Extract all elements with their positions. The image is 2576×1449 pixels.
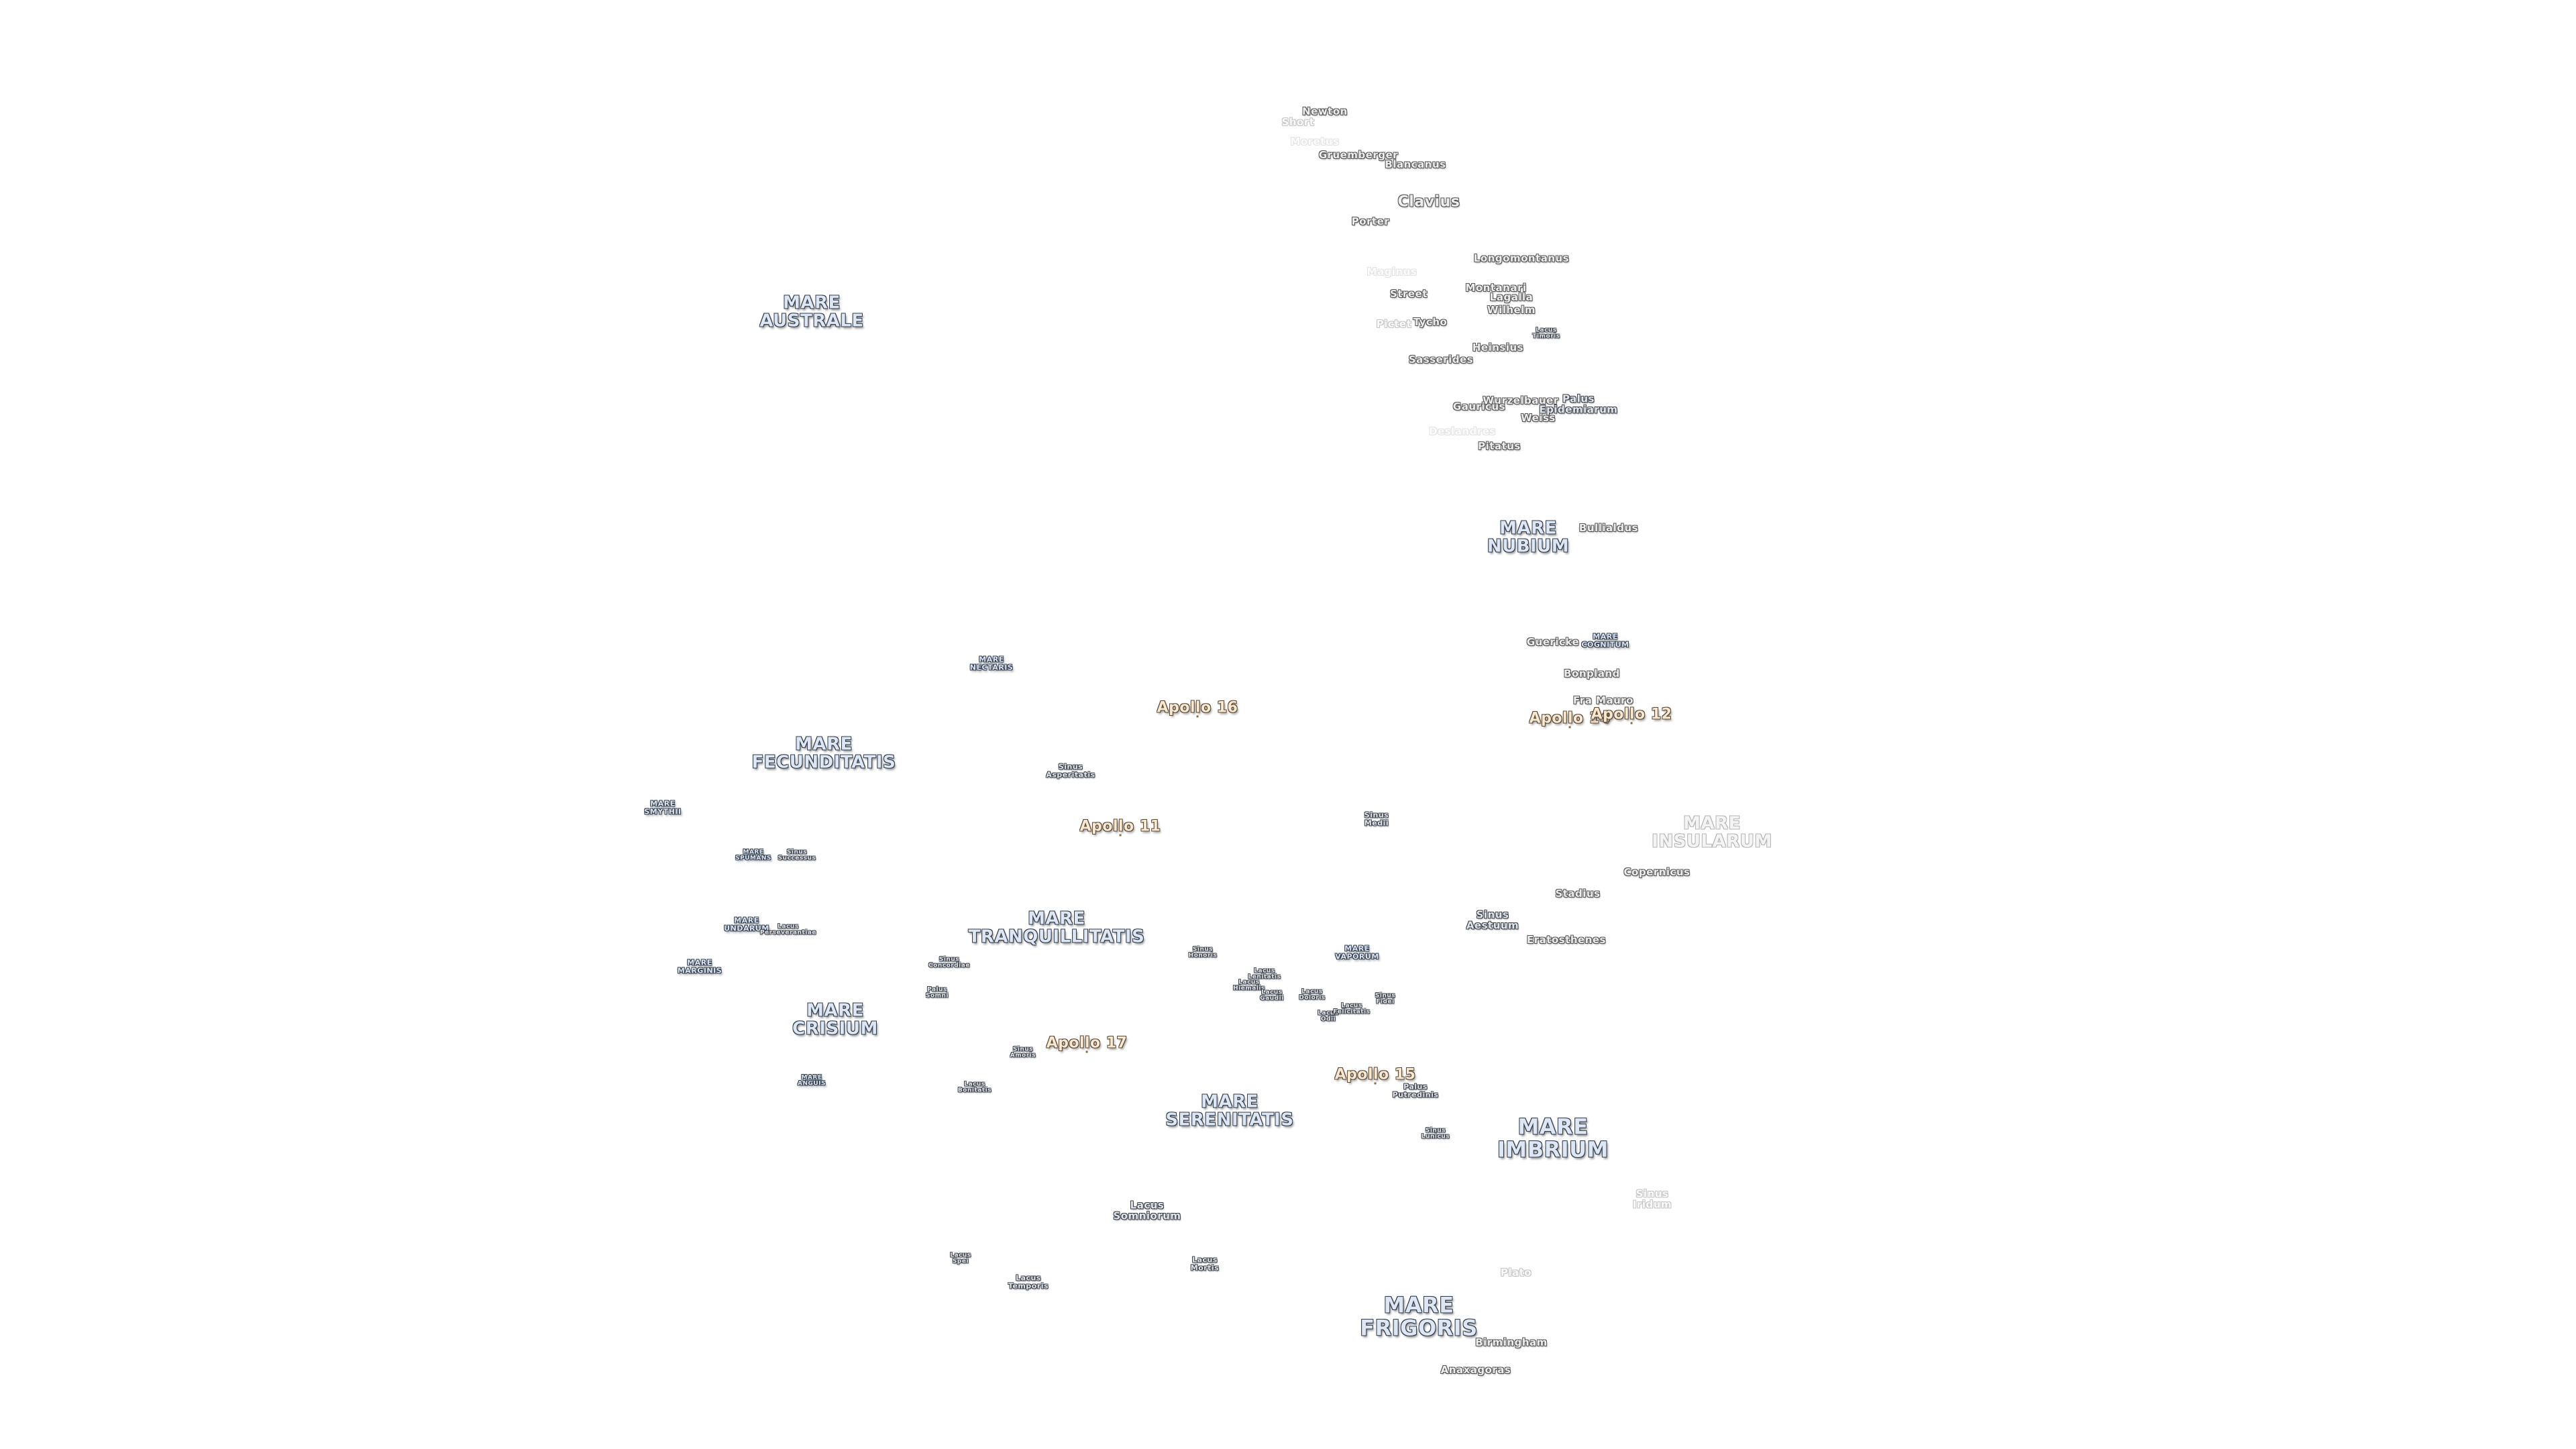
label-heinsius: Heinsius (1472, 341, 1524, 354)
label-lacus-mortis: Lacus Mortis (1190, 1255, 1220, 1272)
label-montanari: Montanari (1465, 282, 1527, 294)
label-plato: Plato (1500, 1267, 1532, 1279)
label-sinus-amoris: Sinus Amoris (1010, 1046, 1036, 1059)
label-mare-undarum: MARE UNDARUM (724, 916, 769, 932)
label-guericke: Guericke (1526, 636, 1580, 649)
label-lacus-felicitatis: Lacus Felicitatis (1333, 1002, 1371, 1016)
label-clavius: Clavius (1397, 193, 1460, 211)
apollo-11-site: Apollo 11 (1079, 818, 1161, 837)
label-sinus-asperitatis: Sinus Asperitatis (1046, 762, 1095, 779)
label-lacus-spei: Lacus Spei (950, 1252, 971, 1265)
label-mare-nectaris: MARE NECTARIS (969, 655, 1014, 672)
apollo-12-site: Apollo 12 (1591, 706, 1672, 724)
label-pitatus: Pitatus (1478, 440, 1521, 453)
apollo-14-site: Apollo 14 (1529, 710, 1611, 729)
label-mare-anguis: MARE ANGUIS (797, 1074, 826, 1087)
label-wurzelbauer: Wurzelbauer (1483, 394, 1559, 407)
label-mare-crisium: MARE CRISIUM (792, 1000, 878, 1039)
label-lacus-perseverantiae: Lacus Perseverantiae (759, 923, 817, 936)
label-sinus-successus: Sinus Successus (777, 849, 816, 862)
label-pictet: Pictet (1376, 318, 1412, 331)
label-bullialdus: Bullialdus (1578, 522, 1639, 535)
label-lacus-temporis: Lacus Temporis (1008, 1273, 1049, 1290)
label-weiss: Weiss (1521, 412, 1556, 425)
label-lacus-timoris: Lacus Timoris (1532, 327, 1560, 340)
label-mare-australe: MARE AUSTRALE (759, 292, 864, 331)
label-street: Street (1390, 288, 1428, 301)
label-mare-imbrium: MARE IMBRIUM (1497, 1114, 1609, 1162)
label-mare-nubium: MARE NUBIUM (1487, 518, 1570, 557)
label-fra-mauro: Fra Mauro (1573, 694, 1633, 707)
label-lacus-somniorum: Lacus Somniorum (1113, 1199, 1181, 1222)
label-palus-epidemiarum: Palus Epidemiarum (1539, 392, 1618, 415)
label-palus-putredinis: Palus Putredinis (1392, 1082, 1439, 1099)
label-mare-insularum: MARE INSULARUM (1652, 813, 1772, 852)
label-sinus-aestuum: Sinus Aestuum (1466, 908, 1519, 931)
label-mare-tranquillitatis: MARE TRANQUILLITATIS (968, 908, 1145, 947)
label-sinus-fidei: Sinus Fidei (1375, 992, 1396, 1006)
label-anaxagoras: Anaxagoras (1440, 1364, 1511, 1377)
apollo-15-site: Apollo 15 (1334, 1066, 1416, 1085)
label-blancanus: Blancanus (1385, 158, 1446, 171)
label-lacus-gaudii: Lacus Gaudii (1260, 989, 1284, 1002)
label-lagalla: Lagalla (1489, 291, 1534, 304)
label-lacus-lenitatis: Lacus Lenitatis (1248, 967, 1281, 981)
label-newton: Newton (1302, 105, 1348, 118)
label-short: Short (1281, 116, 1315, 129)
label-mare-serenitatis: MARE SERENITATIS (1165, 1091, 1294, 1130)
label-mare-marginis: MARE MARGINIS (677, 958, 722, 975)
apollo-17-site: Apollo 17 (1046, 1034, 1128, 1053)
label-mare-fecunditatis: MARE FECUNDITATIS (751, 734, 896, 773)
label-maginus: Maginus (1366, 266, 1417, 278)
label-mare-smythii: MARE SMYTHII (644, 799, 682, 816)
label-lacus-hiemalis: Lacus Hiemalis (1233, 979, 1265, 992)
label-gauricus: Gauricus (1452, 400, 1506, 413)
apollo-16-site: Apollo 16 (1157, 699, 1238, 718)
label-deslandres: Deslandres (1429, 425, 1496, 438)
label-sinus-concordiae: Sinus Concordiae (928, 956, 970, 969)
label-sinus-lunicus: Sinus Lunicus (1421, 1127, 1450, 1140)
label-lacus-odii: Lacus Odii (1318, 1010, 1339, 1023)
label-palus-somni: Palus Somni (925, 986, 949, 1000)
label-sinus-medii: Sinus Medii (1364, 810, 1389, 827)
label-birmingham: Birmingham (1475, 1336, 1548, 1349)
label-stadius: Stadius (1555, 888, 1601, 900)
label-sasserides: Sasserides (1408, 354, 1474, 366)
label-lacus-bonitatis: Lacus Bonitatis (957, 1081, 992, 1094)
label-mare-spumans: MARE SPUMANS (735, 849, 771, 862)
label-bonpland: Bonpland (1564, 667, 1620, 680)
label-mare-frigoris: MARE FRIGORIS (1360, 1292, 1478, 1340)
label-wilhelm: Wilhelm (1487, 304, 1536, 317)
label-longomontanus: Longomontanus (1473, 252, 1570, 265)
label-mare-vaporum: MARE VAPORUM (1335, 944, 1379, 961)
label-gruemberger: Gruemberger (1318, 149, 1399, 162)
label-sinus-iridum: Sinus Iridum (1632, 1187, 1672, 1210)
label-tycho: Tycho (1413, 316, 1448, 329)
label-lacus-doloris: Lacus Doloris (1299, 988, 1326, 1002)
label-sinus-honoris: Sinus Honoris (1188, 946, 1218, 959)
label-mare-cognitum: MARE COGNITUM (1581, 632, 1629, 649)
label-porter: Porter (1351, 215, 1390, 228)
label-eratosthenes: Eratosthenes (1527, 934, 1606, 947)
label-moretus: Moretus (1290, 136, 1340, 148)
label-copernicus: Copernicus (1623, 866, 1690, 879)
